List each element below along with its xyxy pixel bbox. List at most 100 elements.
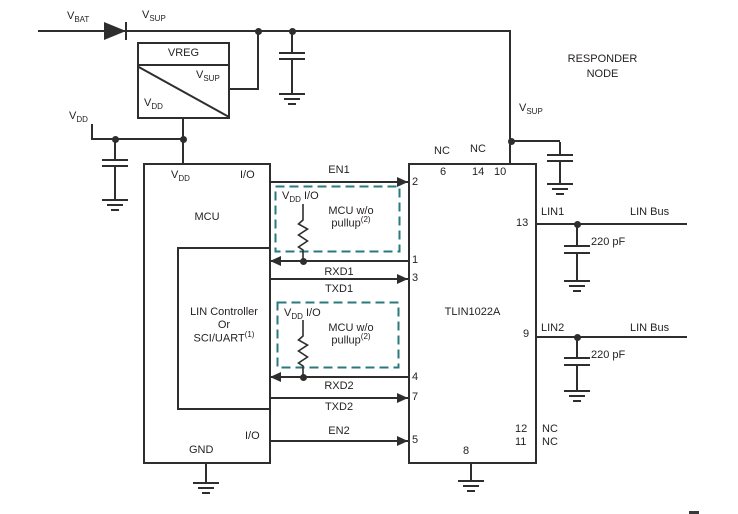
capacitor-icon: [279, 52, 305, 54]
pullup-vdd-io-label: VDD I/O: [282, 190, 319, 205]
en1-label: EN1: [328, 164, 350, 176]
wire: [114, 167, 116, 199]
capacitor-icon: [564, 357, 590, 359]
resistor-icon: [297, 320, 310, 377]
mcu-io-top-label: I/O: [240, 169, 255, 181]
wire: [91, 138, 184, 140]
arrow-right-icon: [397, 436, 408, 446]
wire: [291, 60, 293, 93]
ground-icon: [193, 482, 219, 495]
transceiver-block: [408, 163, 537, 464]
ground-icon: [547, 183, 573, 196]
transceiver-part-label: TLIN1022A: [444, 306, 501, 318]
mcu-title: MCU: [194, 211, 220, 223]
wire: [559, 142, 561, 154]
pullup-vdd-io-label: VDD I/O: [284, 307, 321, 322]
en1-wire: [270, 181, 408, 183]
mcu-pullup-note-box: [276, 301, 400, 369]
pin-1-label: 1: [412, 254, 419, 266]
txd1-label: TXD1: [324, 283, 354, 295]
lin-controller-block: [177, 247, 271, 410]
en2-label: EN2: [328, 425, 350, 437]
lin1-cap-value: 220 pF: [591, 236, 626, 248]
nc-label: NC: [470, 143, 486, 155]
mcu-gnd-label: GND: [189, 444, 214, 456]
capacitor-icon: [102, 159, 128, 161]
junction-dot: [289, 28, 296, 35]
pin-9-label: 9: [523, 328, 530, 340]
vdd-label: VDD: [69, 110, 88, 125]
capacitor-icon: [547, 160, 573, 162]
junction-dot: [112, 136, 119, 143]
capacitor-icon: [547, 154, 573, 156]
ground-icon: [564, 390, 590, 403]
rxd2-wire: [270, 376, 408, 378]
pin-12-label: 12: [515, 423, 528, 435]
wire: [114, 140, 116, 159]
resistor-icon: [297, 204, 310, 261]
arrow-left-icon: [270, 256, 281, 266]
wire: [229, 88, 259, 90]
pin-2-label: 2: [412, 176, 419, 188]
txd1-wire: [270, 278, 408, 280]
capacitor-icon: [279, 58, 305, 60]
pin-5-label: 5: [412, 434, 419, 446]
arrow-right-icon: [397, 393, 408, 403]
lin2-label: LIN2: [541, 322, 565, 334]
wire: [509, 30, 511, 164]
wire: [257, 31, 259, 89]
ground-icon: [279, 93, 305, 106]
ground-icon: [102, 199, 128, 212]
pin-7-label: 7: [412, 391, 419, 403]
pin-4-label: 4: [412, 371, 419, 383]
arrow-right-icon: [397, 177, 408, 187]
pin-10-label: 10: [494, 166, 507, 178]
vreg-title: VREG: [167, 47, 200, 59]
txd2-label: TXD2: [324, 401, 354, 413]
mcu-pullup-note-box: [274, 185, 401, 253]
capacitor-icon: [564, 252, 590, 254]
pin-3-label: 3: [412, 272, 419, 284]
lin-bus-label: LIN Bus: [630, 322, 670, 334]
capacitor-icon: [102, 165, 128, 167]
arrow-right-icon: [397, 274, 408, 284]
junction-dot: [574, 334, 581, 341]
nc-label: NC: [434, 145, 450, 157]
wire: [291, 32, 293, 52]
vbat-label: VBAT: [67, 10, 90, 25]
wire: [576, 225, 578, 245]
lin1-label: LIN1: [541, 206, 565, 218]
lin2-cap-value: 220 pF: [591, 349, 626, 361]
pin-11-label: 11: [515, 436, 527, 448]
nc-label: NC: [542, 423, 558, 435]
wire: [38, 30, 511, 32]
wire: [470, 464, 472, 480]
wire: [91, 124, 93, 139]
wire: [559, 162, 561, 183]
ground-icon: [458, 480, 484, 493]
lin-controller-label: LIN Controller Or SCI/UART(1): [190, 306, 258, 345]
responder-node-caption: RESPONDER NODE: [567, 53, 638, 80]
pullup-note-text: MCU w/o pullup(2): [328, 205, 374, 230]
lin2-bus-wire: [536, 336, 687, 338]
txd2-wire: [270, 397, 408, 399]
vsup-label-top: VSUP: [142, 9, 166, 24]
vreg-divider: [137, 64, 230, 66]
junction-dot: [300, 258, 307, 265]
lin-bus-label: LIN Bus: [630, 206, 670, 218]
rxd1-wire: [270, 260, 408, 262]
diode-cathode-bar: [125, 22, 127, 40]
diode-icon: [104, 22, 126, 40]
junction-dot: [180, 136, 187, 143]
arrow-left-icon: [270, 372, 281, 382]
capacitor-icon: [564, 245, 590, 247]
en2-wire: [270, 440, 408, 442]
pullup-note-text: MCU w/o pullup(2): [328, 322, 374, 347]
wire: [576, 366, 578, 390]
ground-icon: [564, 280, 590, 293]
vreg-vsup-label: VSUP: [196, 69, 220, 84]
junction-dot: [300, 374, 307, 381]
pin-8-label: 8: [463, 445, 470, 457]
wire: [576, 254, 578, 280]
